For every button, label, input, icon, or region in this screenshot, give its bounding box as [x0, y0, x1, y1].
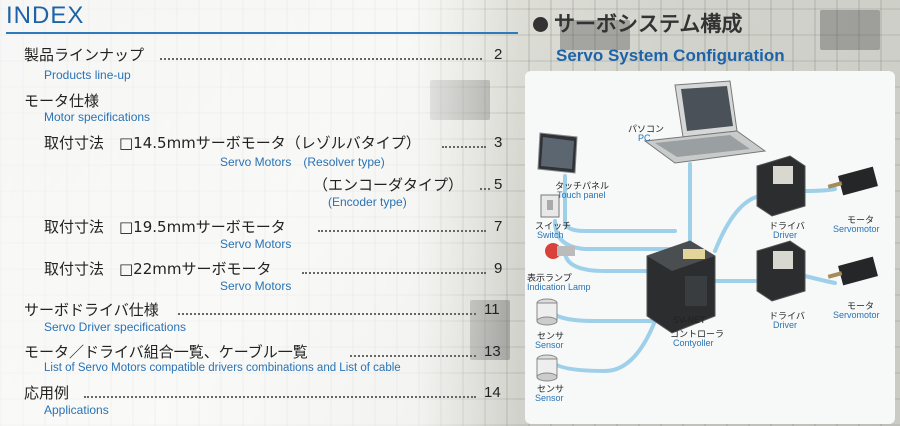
driver-icon — [756, 155, 806, 217]
switch-icon — [540, 194, 560, 218]
bullet-icon — [533, 17, 548, 32]
page-number: 7 — [494, 218, 503, 235]
index-entry-applications-jp: 応用例 — [24, 384, 70, 402]
index-entry-applications-en: Applications — [44, 403, 109, 417]
switch-label-en: Switch — [537, 230, 564, 240]
index-entry-products-en: Products line-up — [44, 68, 131, 82]
sensor-icon — [536, 354, 558, 382]
switch-label-jp: スイッチ — [535, 222, 572, 232]
index-entry-14mm-jp: 取付寸法 □14.5mmサーボモータ（レゾルバタイプ） — [44, 134, 421, 152]
driver1-label-jp: ドライバ — [769, 222, 805, 232]
index-title: INDEX — [6, 2, 85, 29]
driver-icon — [756, 240, 806, 302]
page-number: 2 — [494, 46, 503, 63]
system-config-subtitle: Servo System Configuration — [556, 46, 785, 65]
leader-dots — [350, 355, 476, 357]
indication-lamp-icon — [545, 243, 575, 259]
index-entry-22mm-jp: 取付寸法 □22mmサーボモータ — [44, 260, 272, 278]
index-entry-combination-jp: モータ／ドライバ組合一覧、ケーブル一覧 — [24, 343, 308, 361]
index-entry-driver-spec-jp: サーボドライバ仕様 — [24, 301, 159, 319]
board-chip — [560, 20, 630, 50]
motor1-label-jp: モータ — [847, 216, 875, 226]
leader-dots — [318, 230, 486, 232]
laptop-icon — [643, 80, 767, 164]
controller-icon — [646, 240, 716, 334]
page-number: 14 — [484, 384, 501, 401]
index-entry-19mm-en: Servo Motors — [220, 237, 292, 251]
index-entry-products-jp: 製品ラインナップ — [24, 46, 145, 64]
servo-system-diagram: パソコン PC タッチパネル Touch panel スイッチ Switch 表… — [525, 71, 895, 424]
driver2-label-en: Driver — [773, 320, 797, 330]
sensor2-label-jp: センサ — [537, 385, 565, 395]
leader-dots — [480, 188, 490, 190]
index-divider — [6, 32, 518, 34]
driver1-cable — [713, 194, 762, 253]
index-entry-encoder-jp: （エンコーダタイプ） — [313, 176, 464, 194]
index-entry-driver-spec-en: Servo Driver specifications — [44, 320, 187, 334]
system-config-title-text: サーボシステム構成 — [554, 12, 743, 36]
page-number: 5 — [494, 176, 503, 193]
motor2-cable — [803, 274, 837, 285]
servomotor-icon — [827, 256, 878, 286]
sensor1-cable — [547, 301, 657, 323]
lamp-label-jp: 表示ランプ — [527, 274, 572, 284]
index-entry-14mm-en: Servo Motors (Resolver type) — [220, 155, 385, 169]
connection-diagram — [536, 80, 878, 382]
touch-panel-label-jp: タッチパネル — [555, 182, 610, 192]
driver2-label-jp: ドライバ — [769, 312, 805, 322]
index-entry-encoder-en: (Encoder type) — [328, 195, 407, 209]
page-number: 13 — [484, 343, 501, 360]
touch-panel-icon — [537, 132, 578, 174]
index-entry-motor-spec-jp: モータ仕様 — [24, 92, 100, 110]
controller-label-jp: コントローラ — [670, 330, 725, 340]
switch-cable — [553, 219, 677, 251]
motor2-label-jp: モータ — [847, 302, 875, 312]
pc-label-en: PC — [638, 133, 651, 143]
index-entry-22mm-en: Servo Motors — [220, 279, 292, 293]
touch-panel-label-en: Touch panel — [557, 190, 606, 200]
sensor-icon — [536, 298, 558, 326]
pc-label-jp: パソコン — [628, 125, 665, 135]
sensor1-label-jp: センサ — [537, 332, 565, 342]
motor2-label-en: Servomotor — [833, 310, 880, 320]
index-entry-combination-en: List of Servo Motors compatible drivers … — [44, 362, 401, 374]
controller-name: SV-NET — [673, 316, 706, 326]
lamp-label-en: Indication Lamp — [527, 282, 591, 292]
leader-dots — [84, 396, 476, 398]
sensor2-cable — [548, 319, 657, 374]
index-entry-motor-spec-en: Motor specifications — [44, 110, 151, 124]
sensor2-label-en: Sensor — [535, 393, 564, 403]
system-config-title: サーボシステム構成 — [533, 8, 742, 38]
controller-label-en: Contyoller — [673, 338, 714, 348]
page-number: 3 — [494, 134, 503, 151]
leader-dots — [442, 146, 486, 148]
motor1-label-en: Servomotor — [833, 224, 880, 234]
leader-dots — [302, 272, 486, 274]
page-number: 11 — [484, 301, 500, 318]
page-number: 9 — [494, 260, 503, 277]
board-chip — [820, 10, 880, 50]
motor1-cable — [803, 187, 837, 193]
index-entry-19mm-jp: 取付寸法 □19.5mmサーボモータ — [44, 218, 286, 236]
touch-panel-cable — [563, 174, 677, 233]
servomotor-icon — [827, 166, 878, 196]
sensor1-label-en: Sensor — [535, 340, 564, 350]
leader-dots — [178, 313, 476, 315]
driver1-label-en: Driver — [773, 230, 797, 240]
leader-dots — [160, 58, 482, 60]
